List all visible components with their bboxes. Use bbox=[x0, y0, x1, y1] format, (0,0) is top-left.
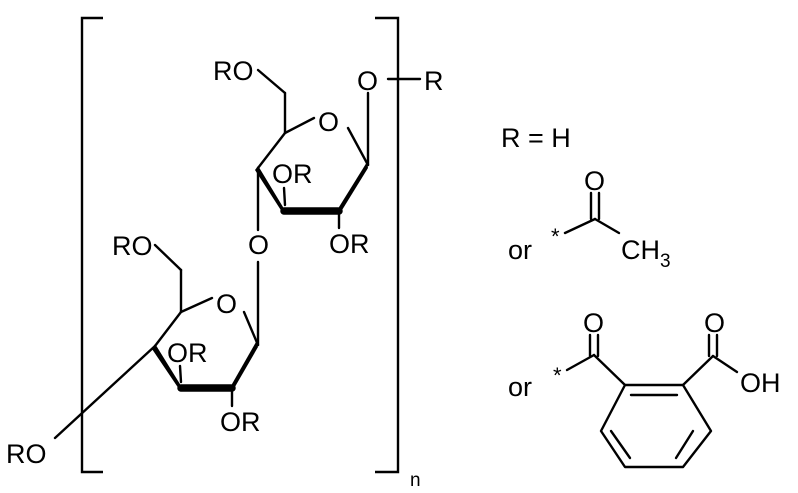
upper-ring bbox=[255, 68, 422, 232]
top-ro-label: RO bbox=[213, 56, 254, 86]
r-definition: R = H bbox=[501, 123, 571, 153]
attach-star-2: * bbox=[553, 363, 562, 388]
phthalate-oxygen-2: O bbox=[704, 308, 725, 338]
top-or-lower: OR bbox=[329, 229, 370, 259]
lower-ring bbox=[53, 243, 260, 440]
top-o-glycosidic: O bbox=[357, 66, 378, 96]
bottom-ro-label: RO bbox=[112, 231, 153, 261]
top-or-inner: OR bbox=[272, 159, 313, 189]
bottom-ro-end: RO bbox=[6, 439, 47, 469]
attach-star-1: * bbox=[551, 224, 560, 249]
bottom-ring-oxygen: O bbox=[216, 289, 237, 319]
or-phthalate: or bbox=[508, 372, 532, 402]
acetyl-oxygen: O bbox=[584, 166, 605, 196]
acetyl-subscript: 3 bbox=[660, 251, 671, 272]
link-oxygen: O bbox=[248, 230, 269, 260]
bottom-or-lower: OR bbox=[220, 407, 261, 437]
right-bracket bbox=[375, 16, 400, 474]
acetyl-group bbox=[563, 191, 621, 235]
or-acetyl: or bbox=[508, 235, 532, 265]
phthalate-oxygen-1: O bbox=[583, 308, 604, 338]
phthalate-hydroxyl: OH bbox=[740, 368, 781, 398]
top-ring-oxygen: O bbox=[318, 107, 339, 137]
phthalate-group bbox=[565, 333, 739, 469]
acetyl-ch: CH bbox=[621, 235, 660, 265]
bottom-or-inner: OR bbox=[167, 338, 208, 368]
top-r-end: R bbox=[424, 66, 444, 96]
repeat-subscript: n bbox=[410, 470, 421, 491]
left-bracket bbox=[80, 16, 103, 474]
